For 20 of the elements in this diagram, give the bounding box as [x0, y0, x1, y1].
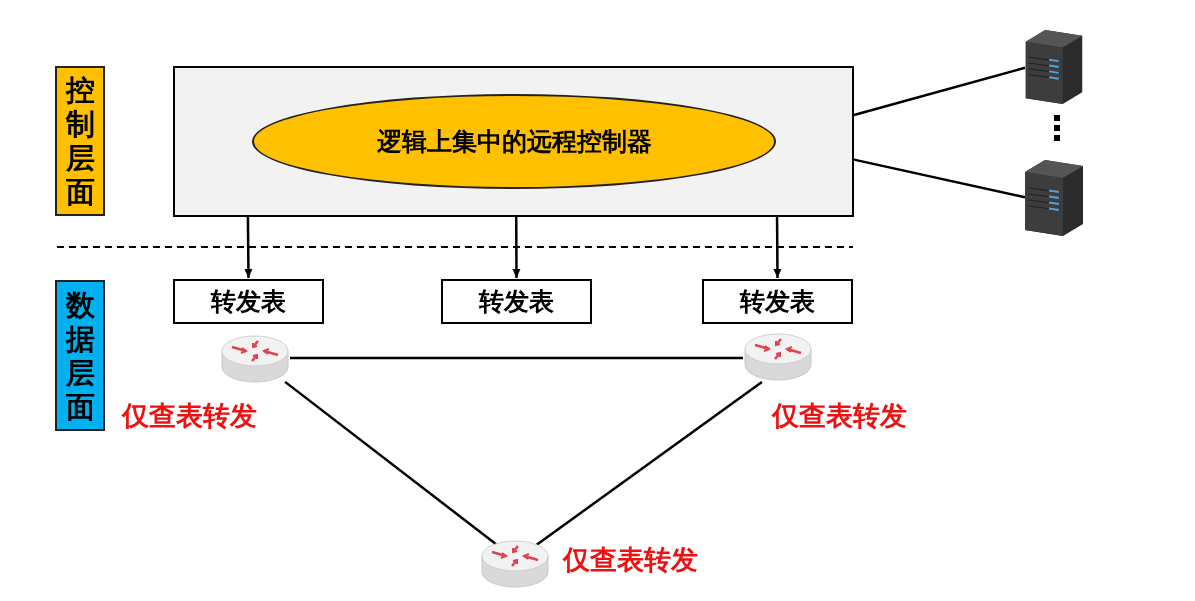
server-icon	[1025, 160, 1083, 236]
plane-label: 数据层面	[55, 280, 105, 431]
connector-line	[284, 380, 498, 546]
plane-label: 控制层面	[55, 66, 105, 216]
table-box: 转发表	[702, 279, 853, 324]
arrow	[512, 217, 521, 278]
controller-ellipse: 逻辑上集中的远程控制器	[252, 94, 776, 189]
control-box	[173, 66, 854, 217]
table-box: 转发表	[173, 279, 324, 324]
connector-line	[535, 380, 763, 546]
router-caption: 仅查表转发	[122, 399, 257, 433]
router-caption: 仅查表转发	[772, 399, 907, 433]
router-caption: 仅查表转发	[563, 543, 698, 577]
arrow	[773, 217, 782, 278]
arrow	[244, 217, 253, 278]
server-icon	[1025, 30, 1083, 104]
table-box: 转发表	[441, 279, 592, 324]
connector-line	[290, 356, 743, 360]
connector-line	[853, 158, 1026, 199]
connector-line	[853, 66, 1026, 117]
